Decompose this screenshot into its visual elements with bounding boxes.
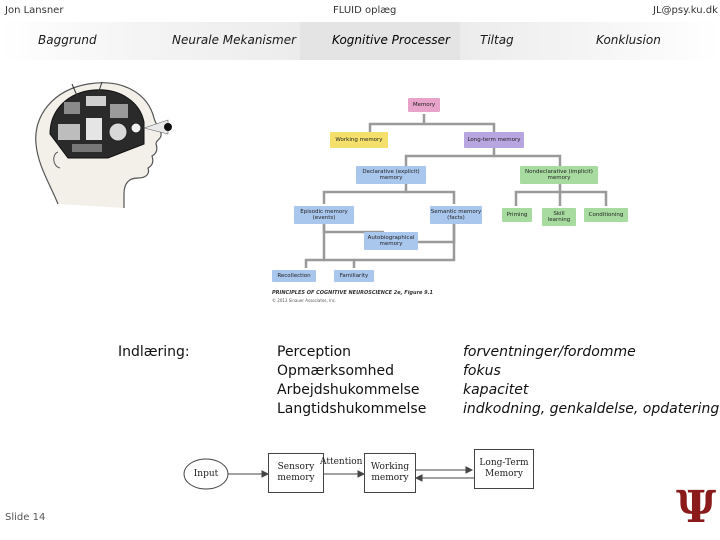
nav-shade xyxy=(580,22,720,60)
nav-shade xyxy=(140,22,300,60)
box-conditioning: Conditioning xyxy=(584,208,628,222)
flow-input: Input xyxy=(193,469,219,479)
author-email: JL@psy.ku.dk xyxy=(653,5,718,16)
box-nondeclarative-memory: Nondeclarative (implicit) memory xyxy=(520,166,598,184)
flow-arrows xyxy=(183,458,478,490)
box-declarative-memory: Declarative (explicit) memory xyxy=(356,166,426,184)
slide-header: Jon Lansner FLUID oplæg JL@psy.ku.dk xyxy=(0,0,720,22)
tab-neurale-mekanismer[interactable]: Neurale Mekanismer xyxy=(172,33,297,47)
author-name: Jon Lansner xyxy=(5,5,64,16)
presentation-title: FLUID oplæg xyxy=(333,5,397,16)
process-item: Perception xyxy=(277,344,352,360)
slide-number: Slide 14 xyxy=(5,512,46,523)
process-item: Langtidshukommelse xyxy=(277,401,427,417)
diagram-caption: PRINCIPLES OF COGNITIVE NEUROSCIENCE 2e,… xyxy=(272,290,434,296)
nav-shade xyxy=(460,22,580,60)
tab-tiltag[interactable]: Tiltag xyxy=(480,33,514,47)
box-recollection: Recollection xyxy=(272,270,316,282)
flow-working-memory: Working memory xyxy=(364,453,416,493)
box-working-memory: Working memory xyxy=(330,132,388,148)
process-list: Perception Opmærksomhed Arbejdshukommels… xyxy=(277,343,426,419)
brain-machine-illustration xyxy=(35,81,172,208)
psi-logo-icon: Ψ xyxy=(676,482,717,533)
box-long-term-memory: Long-term memory xyxy=(464,132,524,148)
note-item: fokus xyxy=(463,363,501,379)
tab-kognitive-processer[interactable]: Kognitive Processer xyxy=(332,33,450,47)
note-item: kapacitet xyxy=(463,382,529,398)
tab-baggrund[interactable]: Baggrund xyxy=(38,33,97,47)
box-priming: Priming xyxy=(502,208,532,222)
learning-label: Indlæring: xyxy=(118,344,190,360)
box-skill-learning: Skill learning xyxy=(542,208,576,226)
memory-taxonomy-diagram: Memory Working memory Long-term memory D… xyxy=(258,92,638,312)
flow-long-term-memory: Long-Term Memory xyxy=(474,449,534,489)
flow-sensory-memory: Sensory memory xyxy=(268,453,324,493)
tab-konklusion[interactable]: Konklusion xyxy=(596,33,661,47)
box-familiarity: Familiarity xyxy=(334,270,374,282)
memory-diagram-connectors xyxy=(304,114,608,268)
process-item: Opmærksomhed xyxy=(277,363,395,379)
note-item: indkodning, genkaldelse, opdatering xyxy=(463,401,720,417)
section-nav: Baggrund Neurale Mekanismer Kognitive Pr… xyxy=(0,22,720,60)
memory-flow-diagram: Input Sensory memory Attention Working m… xyxy=(180,445,550,503)
note-item: forventninger/fordomme xyxy=(463,344,636,360)
notes-list: forventninger/fordomme fokus kapacitet i… xyxy=(463,343,719,419)
nav-shade xyxy=(0,22,140,60)
box-autobiographical-memory: Autobiographical memory xyxy=(364,232,418,250)
box-semantic-memory: Semantic memory (facts) xyxy=(430,206,482,224)
box-episodic-memory: Episodic memory (events) xyxy=(294,206,354,224)
process-item: Arbejdshukommelse xyxy=(277,382,420,398)
flow-attention-label: Attention xyxy=(320,457,363,467)
box-memory: Memory xyxy=(408,98,440,112)
diagram-copyright: © 2013 Sinauer Associates, Inc. xyxy=(272,298,337,303)
nav-shade-active xyxy=(300,22,460,60)
